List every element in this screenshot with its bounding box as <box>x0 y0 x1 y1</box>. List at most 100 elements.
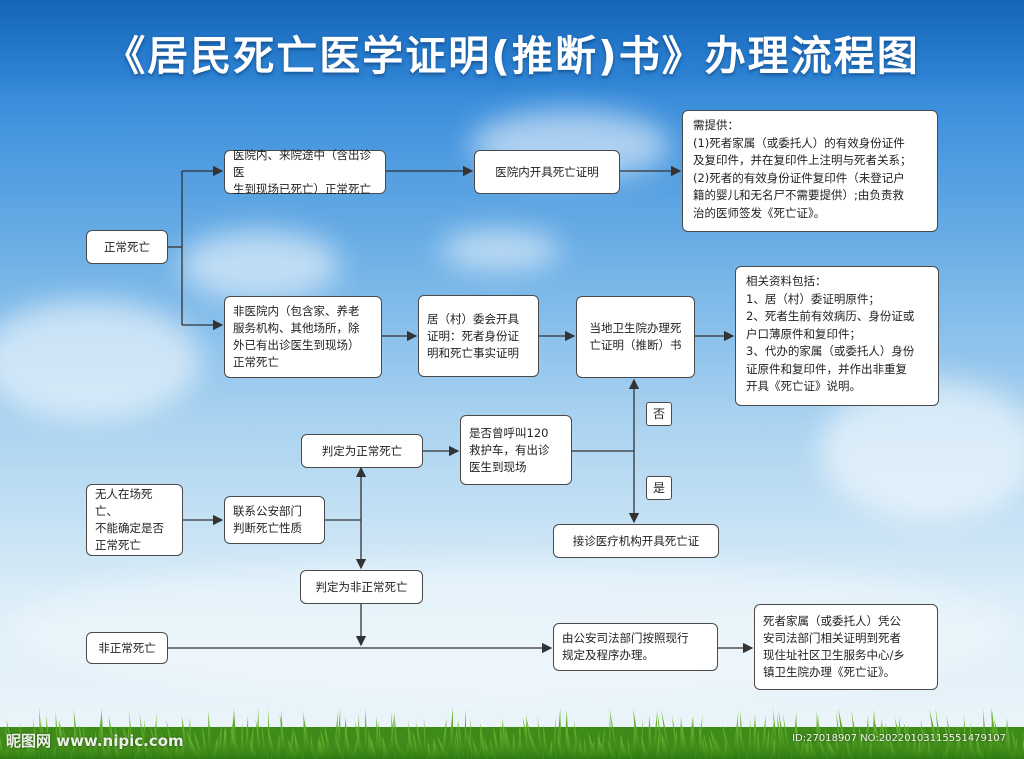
grass-blade <box>975 740 984 759</box>
grass-blade <box>756 728 761 759</box>
node-hospital-cert: 医院内开具死亡证明 <box>474 150 620 194</box>
watermark-left: 昵图网 www.nipic.com <box>6 732 184 750</box>
grass-blade <box>522 716 533 759</box>
grass-blade <box>584 737 588 759</box>
grass-blade <box>929 709 942 759</box>
grass-blade <box>688 715 694 759</box>
grass-blade <box>657 713 665 759</box>
grass-blade <box>699 725 705 759</box>
grass-blade <box>838 707 850 759</box>
grass-blade <box>427 740 433 759</box>
grass-blade <box>903 721 914 759</box>
grass-blade <box>464 708 468 759</box>
grass-blade <box>437 735 450 759</box>
grass-blade <box>412 730 421 759</box>
title-banner <box>0 0 1024 96</box>
node-police-contact: 联系公安部门 判断死亡性质 <box>224 496 325 544</box>
grass-blade <box>956 724 964 759</box>
node-local-requirements: 相关资料包括： 1、居（村）委证明原件； 2、死者生前有效病历、身份证或 户口薄… <box>735 266 939 406</box>
node-ambulance-question: 是否曾呼叫120 救护车，有出诊 医生到现场 <box>460 415 572 485</box>
grass-blade <box>212 736 218 759</box>
page-title: 《居民死亡医学证明(推断)书》办理流程图 <box>104 32 920 80</box>
grass-blade <box>889 736 897 759</box>
grass-blade <box>332 710 339 759</box>
grass-blade <box>816 710 821 759</box>
watermark-right: ID:27018907 NO:20220103115551479107 <box>792 733 1006 744</box>
grass-blade <box>432 740 436 759</box>
grass-blade <box>916 737 922 759</box>
grass-blade <box>640 718 644 759</box>
grass-blade <box>466 732 476 759</box>
grass-blade <box>557 733 565 759</box>
grass-blade <box>703 732 712 759</box>
grass-blade <box>88 732 92 759</box>
grass-blade <box>320 740 324 759</box>
grass-blade <box>596 732 601 759</box>
grass-blade <box>696 714 703 759</box>
grass-blade <box>407 725 417 759</box>
grass-blade <box>364 708 369 759</box>
grass-blade <box>45 714 53 759</box>
grass-blade <box>512 732 517 759</box>
grass-blade <box>885 721 892 759</box>
grass-blade <box>287 738 297 759</box>
grass-blade <box>448 707 454 759</box>
grass-blade <box>872 709 878 759</box>
grass-blade <box>1011 729 1020 759</box>
grass-blade <box>573 720 581 759</box>
grass-blade <box>607 740 616 759</box>
grass-blade <box>548 740 553 759</box>
grass-blade <box>722 723 733 759</box>
cloud-decoration <box>440 230 560 270</box>
grass-blade <box>335 738 344 759</box>
grass-blade <box>945 725 954 759</box>
grass-blade <box>633 708 642 759</box>
grass-blade <box>228 714 234 759</box>
grass-blade <box>493 726 502 759</box>
node-abnormal-death: 非正常死亡 <box>86 632 168 664</box>
grass-blade <box>16 733 20 759</box>
grass-blade <box>912 731 917 759</box>
grass-blade <box>261 723 268 759</box>
grass-blade <box>458 719 464 759</box>
grass-blade <box>336 708 341 759</box>
grass-blade <box>202 726 209 759</box>
grass-blade <box>161 733 170 759</box>
grass-blade <box>692 717 696 759</box>
grass-blade <box>181 715 190 759</box>
grass-blade <box>652 708 658 759</box>
grass-blade <box>661 708 672 759</box>
grass-blade <box>656 735 660 759</box>
grass-blade <box>768 717 775 759</box>
grass-blade <box>122 725 134 759</box>
grass-blade <box>537 716 544 759</box>
grass-blade <box>809 736 817 759</box>
grass-blade <box>83 725 88 759</box>
grass-blade <box>456 730 460 759</box>
grass-blade <box>588 732 598 759</box>
grass-blade <box>382 736 390 759</box>
grass-blade <box>772 707 780 759</box>
grass-blade <box>73 708 81 759</box>
grass-blade <box>189 738 200 759</box>
grass-blade <box>423 718 428 759</box>
grass-blade <box>354 721 366 759</box>
grass-blade <box>6 718 17 759</box>
node-judged-abnormal: 判定为非正常死亡 <box>300 570 423 604</box>
grass-blade <box>983 708 988 759</box>
grass-blade <box>136 735 142 759</box>
node-judged-normal: 判定为正常死亡 <box>301 434 423 468</box>
node-normal-death: 正常死亡 <box>86 230 168 264</box>
grass-blade <box>114 726 126 759</box>
grass-blade <box>166 719 177 759</box>
grass-blade <box>851 709 860 759</box>
grass-blade <box>391 711 396 759</box>
grass-blade <box>782 713 792 759</box>
grass-blade <box>244 715 249 759</box>
grass-blade <box>566 726 574 759</box>
grass-blade <box>543 724 549 759</box>
grass-blade <box>702 735 708 759</box>
grass-blade <box>648 715 654 759</box>
node-non-hospital-death: 非医院内（包含家、养老 服务机构、其他场所，除 外已有出诊医生到现场） 正常死亡 <box>224 296 382 378</box>
grass-blade <box>552 717 556 759</box>
